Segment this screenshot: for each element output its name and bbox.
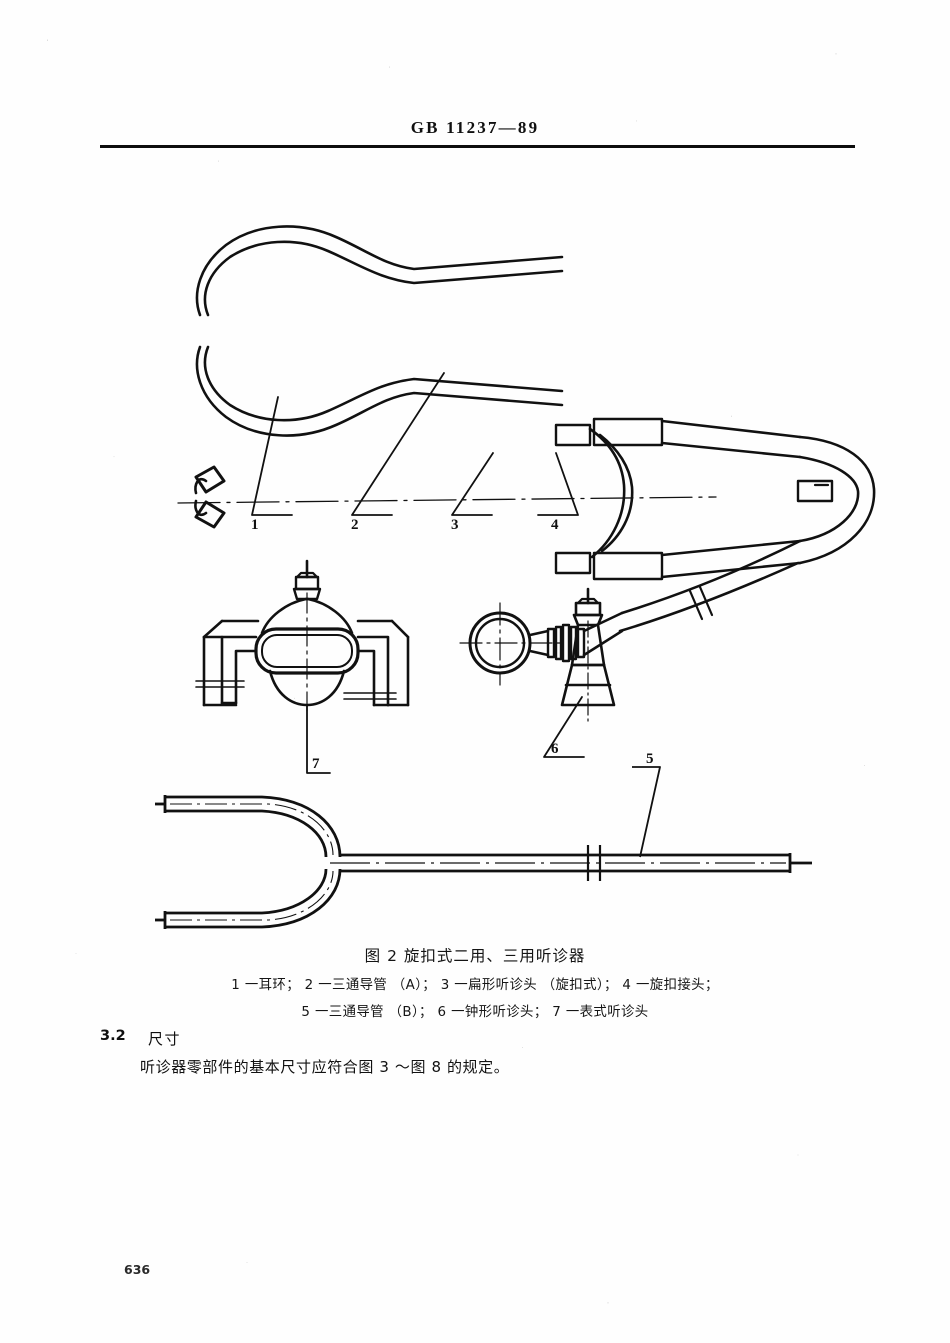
page-number: 636 — [124, 1262, 151, 1277]
callout-3: 3 — [451, 517, 459, 533]
callout-5: 5 — [646, 751, 654, 767]
figure-caption-title: 图 2 旋扣式二用、三用听诊器 — [364, 947, 586, 965]
callout-2: 2 — [351, 517, 359, 533]
figure-legend-line-2: 5 一三通导管 （B）； 6 一钟形听诊头； 7 一表式听诊头 — [301, 1005, 649, 1020]
figure-legend-line-1: 1 一耳环； 2 一三通导管 （A）； 3 一扁形听诊头 （旋扣式）； 4 一旋… — [231, 978, 719, 993]
section-number: 3.2 — [100, 1028, 126, 1044]
callout-6: 6 — [551, 741, 559, 757]
section-title: 尺寸 — [148, 1030, 182, 1048]
header-divider-rule — [100, 145, 855, 148]
callout-7: 7 — [312, 756, 320, 772]
section-paragraph: 听诊器零部件的基本尺寸应符合图 3 ～图 8 的规定。 — [140, 1058, 510, 1076]
figure-2-stethoscope-drawing: 1 2 3 4 — [0, 185, 950, 945]
callout-1: 1 — [251, 517, 259, 533]
callout-4: 4 — [551, 517, 559, 533]
standard-header-title: GB 11237—89 — [410, 118, 540, 137]
